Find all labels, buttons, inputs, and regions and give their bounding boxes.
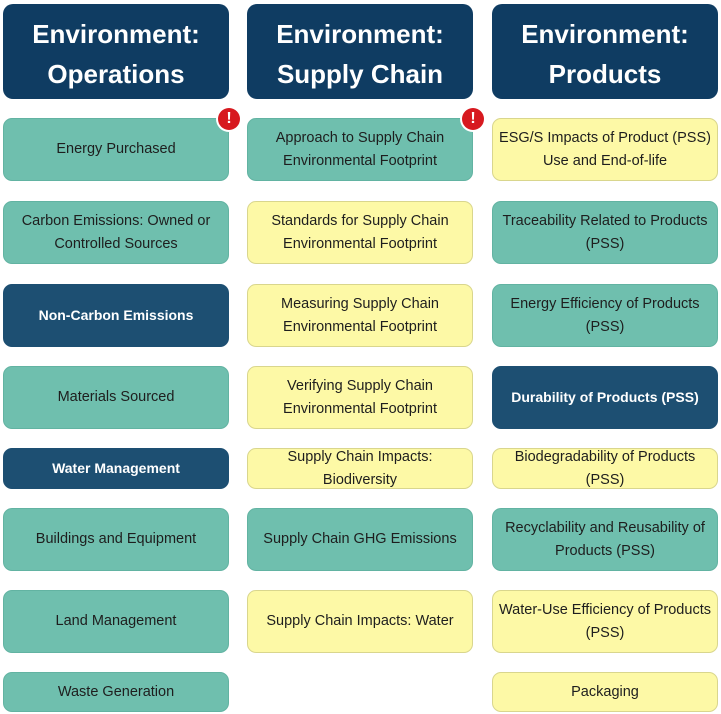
card-measuring-supply-chain-footprint[interactable]: Measuring Supply Chain Environmental Foo… <box>247 284 473 347</box>
exclamation-icon: ! <box>462 108 484 130</box>
card-traceability-products[interactable]: Traceability Related to Products (PSS) <box>492 201 718 264</box>
card-recyclability-products[interactable]: Recyclability and Reusability of Product… <box>492 508 718 571</box>
card-approach-supply-chain-footprint[interactable]: Approach to Supply Chain Environmental F… <box>247 118 473 181</box>
column-header-supply-chain: Environment: Supply Chain <box>247 4 473 99</box>
card-water-use-efficiency-products[interactable]: Water-Use Efficiency of Products (PSS) <box>492 590 718 653</box>
card-water-management[interactable]: Water Management <box>3 448 229 489</box>
card-land-management[interactable]: Land Management <box>3 590 229 653</box>
column-header-products: Environment: Products <box>492 4 718 99</box>
exclamation-icon: ! <box>218 108 240 130</box>
card-buildings-and-equipment[interactable]: Buildings and Equipment <box>3 508 229 571</box>
card-non-carbon-emissions[interactable]: Non-Carbon Emissions <box>3 284 229 347</box>
card-biodegradability-products[interactable]: Biodegradability of Products (PSS) <box>492 448 718 489</box>
card-supply-chain-water[interactable]: Supply Chain Impacts: Water <box>247 590 473 653</box>
card-energy-purchased[interactable]: Energy Purchased <box>3 118 229 181</box>
card-verifying-supply-chain-footprint[interactable]: Verifying Supply Chain Environmental Foo… <box>247 366 473 429</box>
card-standards-supply-chain-footprint[interactable]: Standards for Supply Chain Environmental… <box>247 201 473 264</box>
card-esg-impacts-product-use[interactable]: ESG/S Impacts of Product (PSS) Use and E… <box>492 118 718 181</box>
card-energy-efficiency-products[interactable]: Energy Efficiency of Products (PSS) <box>492 284 718 347</box>
card-carbon-emissions-owned[interactable]: Carbon Emissions: Owned or Controlled So… <box>3 201 229 264</box>
card-packaging[interactable]: Packaging <box>492 672 718 712</box>
card-durability-products[interactable]: Durability of Products (PSS) <box>492 366 718 429</box>
card-waste-generation[interactable]: Waste Generation <box>3 672 229 712</box>
column-header-operations: Environment: Operations <box>3 4 229 99</box>
card-supply-chain-ghg-emissions[interactable]: Supply Chain GHG Emissions <box>247 508 473 571</box>
card-supply-chain-biodiversity[interactable]: Supply Chain Impacts: Biodiversity <box>247 448 473 489</box>
card-materials-sourced[interactable]: Materials Sourced <box>3 366 229 429</box>
